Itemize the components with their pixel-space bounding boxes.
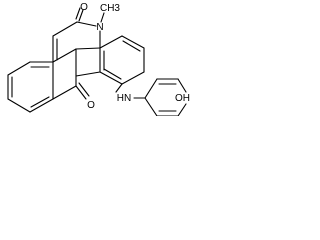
bond-c8-nh xyxy=(115,83,123,93)
bond-c2-o-double xyxy=(75,7,81,20)
bond-b5-double xyxy=(30,96,50,108)
atom-o-bottom: O xyxy=(87,100,95,111)
atom-oh: OH xyxy=(175,93,190,104)
bond-c3-c10 xyxy=(75,47,101,50)
bond-c4-c3 xyxy=(52,48,77,63)
bond-c2-o xyxy=(78,9,84,22)
bond-k-o-double xyxy=(78,82,90,97)
bonds xyxy=(7,7,187,116)
bond-k-o xyxy=(75,85,87,100)
bond-b5 xyxy=(29,98,54,113)
bond-p4 xyxy=(177,103,187,116)
atom-labels: O N CH3 HN O OH xyxy=(80,2,190,111)
bond-n-me xyxy=(100,12,105,23)
bond-c3-c5 xyxy=(99,35,123,49)
bond-p1 xyxy=(144,78,158,99)
bond-b2 xyxy=(7,61,31,76)
bond-c2-n xyxy=(76,21,97,27)
atom-nh-amine: HN xyxy=(117,93,131,104)
chemical-structure-diagram: O N CH3 HN O OH xyxy=(7,2,190,116)
bond-c8-c9-double xyxy=(103,68,122,80)
bond-c10-c9b xyxy=(75,71,101,77)
bond-c1-c2 xyxy=(52,21,78,37)
bond-c5-c6-double xyxy=(122,40,141,52)
bond-c8-c9 xyxy=(99,71,123,85)
bond-b4 xyxy=(7,98,31,113)
bond-p3 xyxy=(177,78,187,93)
bond-p6 xyxy=(144,97,158,116)
atom-o-top: O xyxy=(80,2,88,13)
bond-c7-c8 xyxy=(121,71,145,85)
atom-n-methyl: CH3 xyxy=(100,3,120,14)
bond-c5-c6 xyxy=(121,35,145,49)
bond-k1 xyxy=(52,85,77,100)
atom-n-ring: N xyxy=(96,22,103,33)
